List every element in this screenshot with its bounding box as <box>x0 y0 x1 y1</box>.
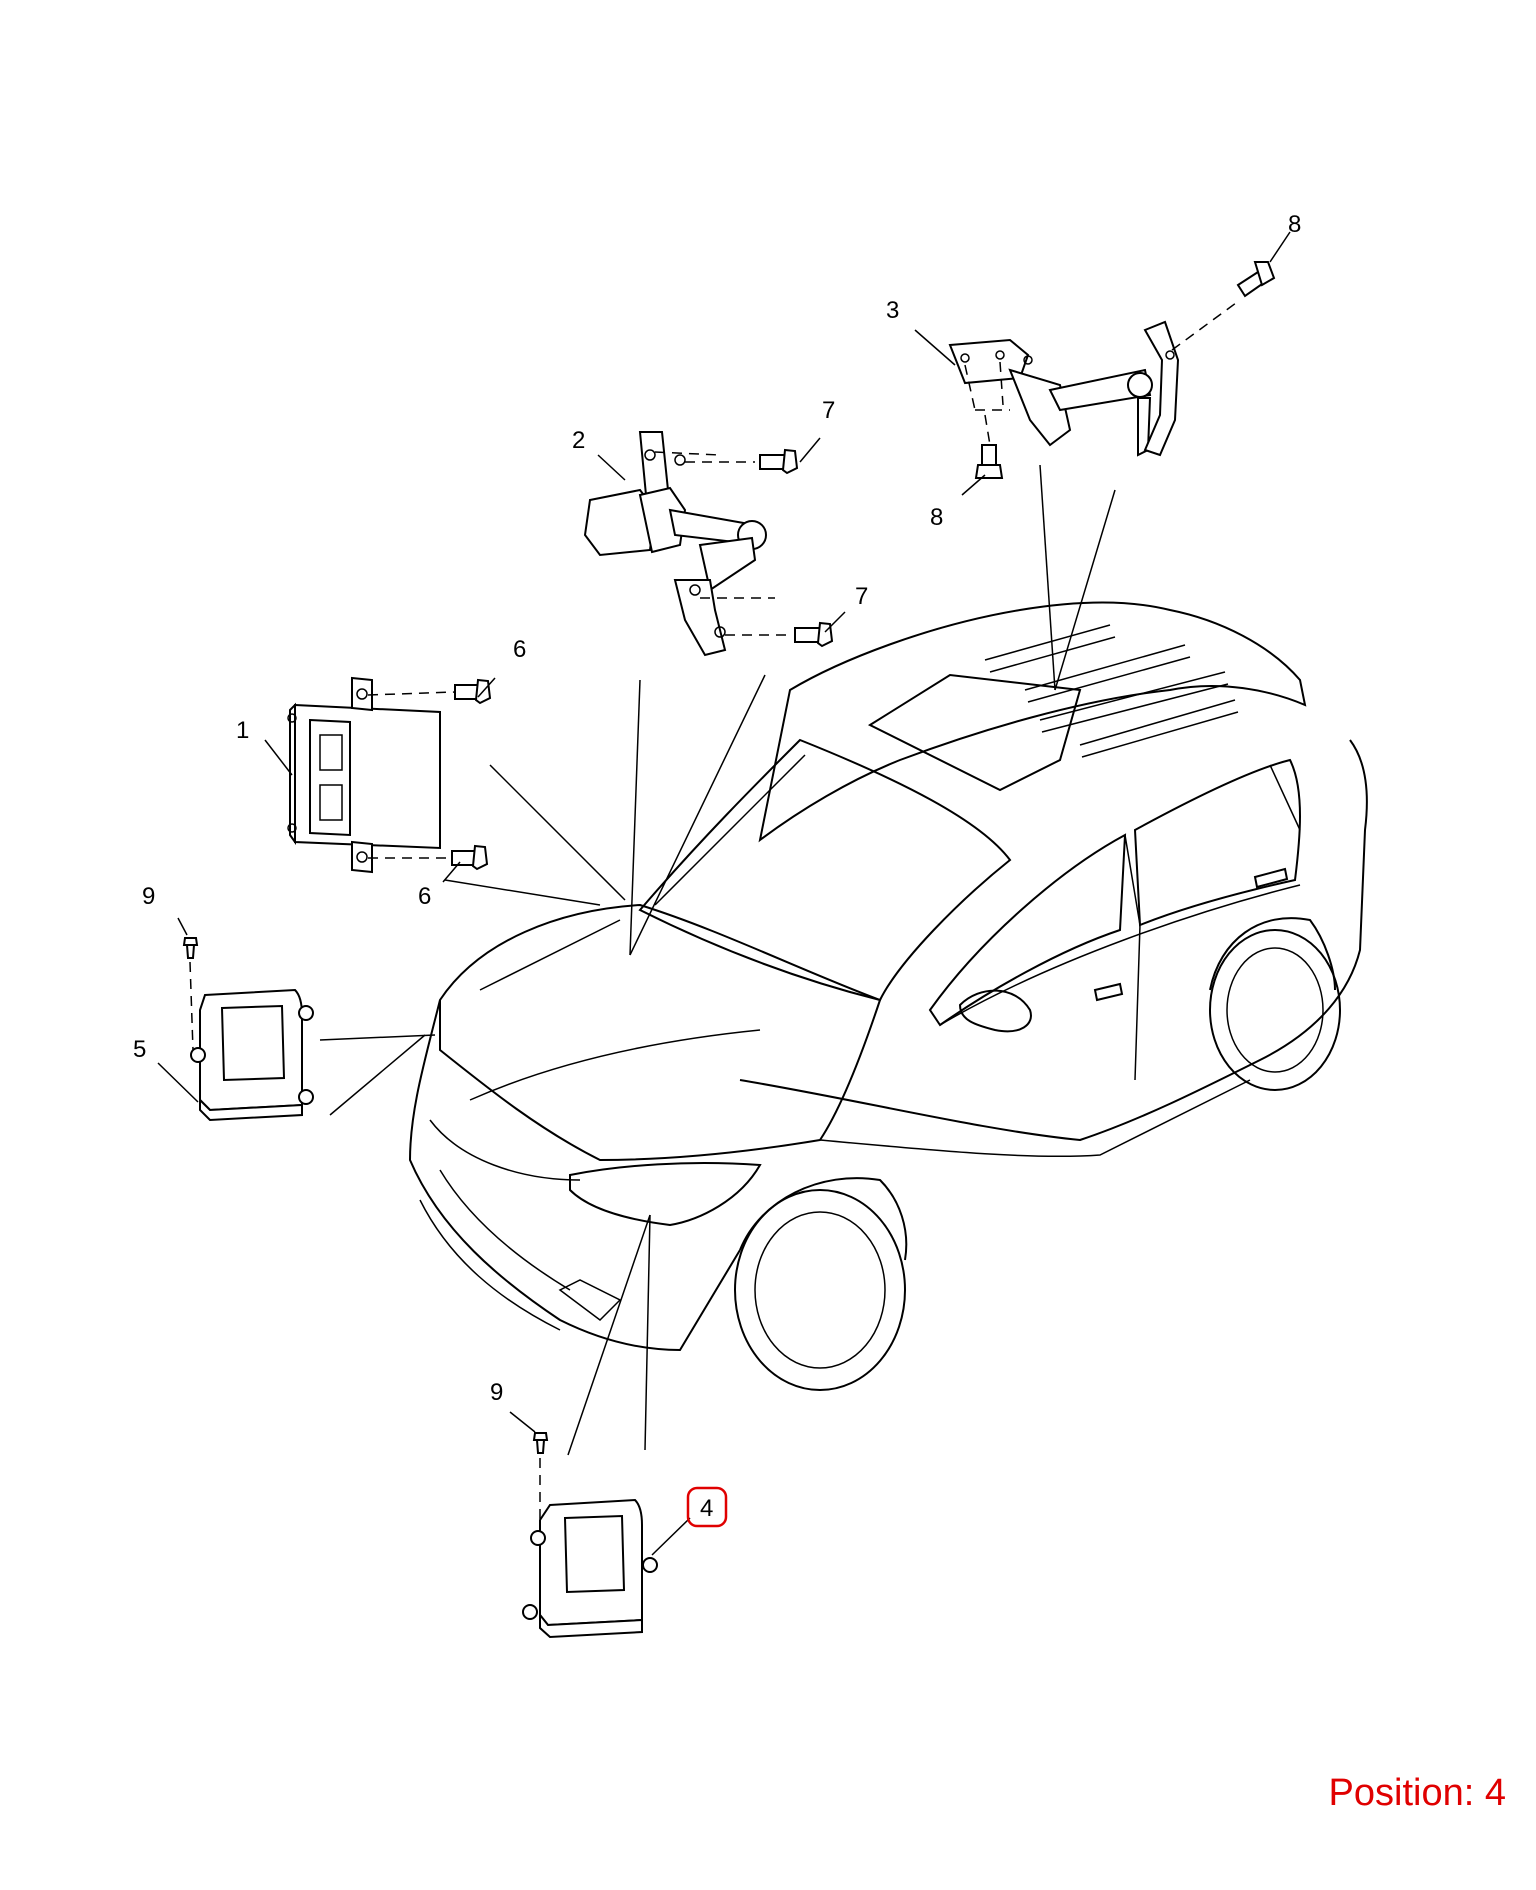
callout-4[interactable]: 4 <box>700 1495 713 1522</box>
part-6-bolt-lower[interactable] <box>368 844 489 871</box>
position-indicator: Position: 4 <box>1328 1772 1506 1814</box>
part-1-control-module[interactable] <box>287 676 441 874</box>
callout-9-upper[interactable]: 9 <box>142 883 155 910</box>
part-2-level-sensor[interactable] <box>583 431 767 657</box>
callout-labels: 1 2 3 4 5 6 6 7 7 8 8 9 9 <box>133 211 1301 1522</box>
callout-7-lower[interactable]: 7 <box>855 583 868 610</box>
part-7-bolt-upper[interactable] <box>654 448 799 475</box>
callout-5[interactable]: 5 <box>133 1036 146 1063</box>
part-9-screw-lower[interactable] <box>532 1432 549 1530</box>
part-8-bolt-lower[interactable] <box>974 414 1004 479</box>
callout-8-lower[interactable]: 8 <box>930 504 943 531</box>
callout-3[interactable]: 3 <box>886 297 899 324</box>
part-9-screw-left[interactable] <box>182 937 199 1051</box>
callout-8-upper[interactable]: 8 <box>1288 211 1301 238</box>
part-7-bolt-lower[interactable] <box>700 597 834 648</box>
callout-2[interactable]: 2 <box>572 427 585 454</box>
callout-9-lower[interactable]: 9 <box>490 1379 503 1406</box>
callout-1[interactable]: 1 <box>236 717 249 744</box>
part-5-radar-module[interactable] <box>190 988 314 1122</box>
part-6-bolt-upper[interactable] <box>367 678 492 705</box>
part-3-rear-level-sensor[interactable] <box>948 320 1180 457</box>
vehicle-outline <box>408 601 1368 1391</box>
part-3-link-dashes <box>964 361 1010 411</box>
callout-4-highlight <box>686 1486 728 1528</box>
leader-lines <box>319 464 1116 1456</box>
part-8-bolt-upper[interactable] <box>1171 261 1276 351</box>
callout-6-lower[interactable]: 6 <box>418 883 431 910</box>
part-4-radar-module[interactable] <box>522 1498 658 1639</box>
callout-leaders <box>157 231 1291 1556</box>
callout-6-upper[interactable]: 6 <box>513 636 526 663</box>
callout-7-upper[interactable]: 7 <box>822 397 835 424</box>
